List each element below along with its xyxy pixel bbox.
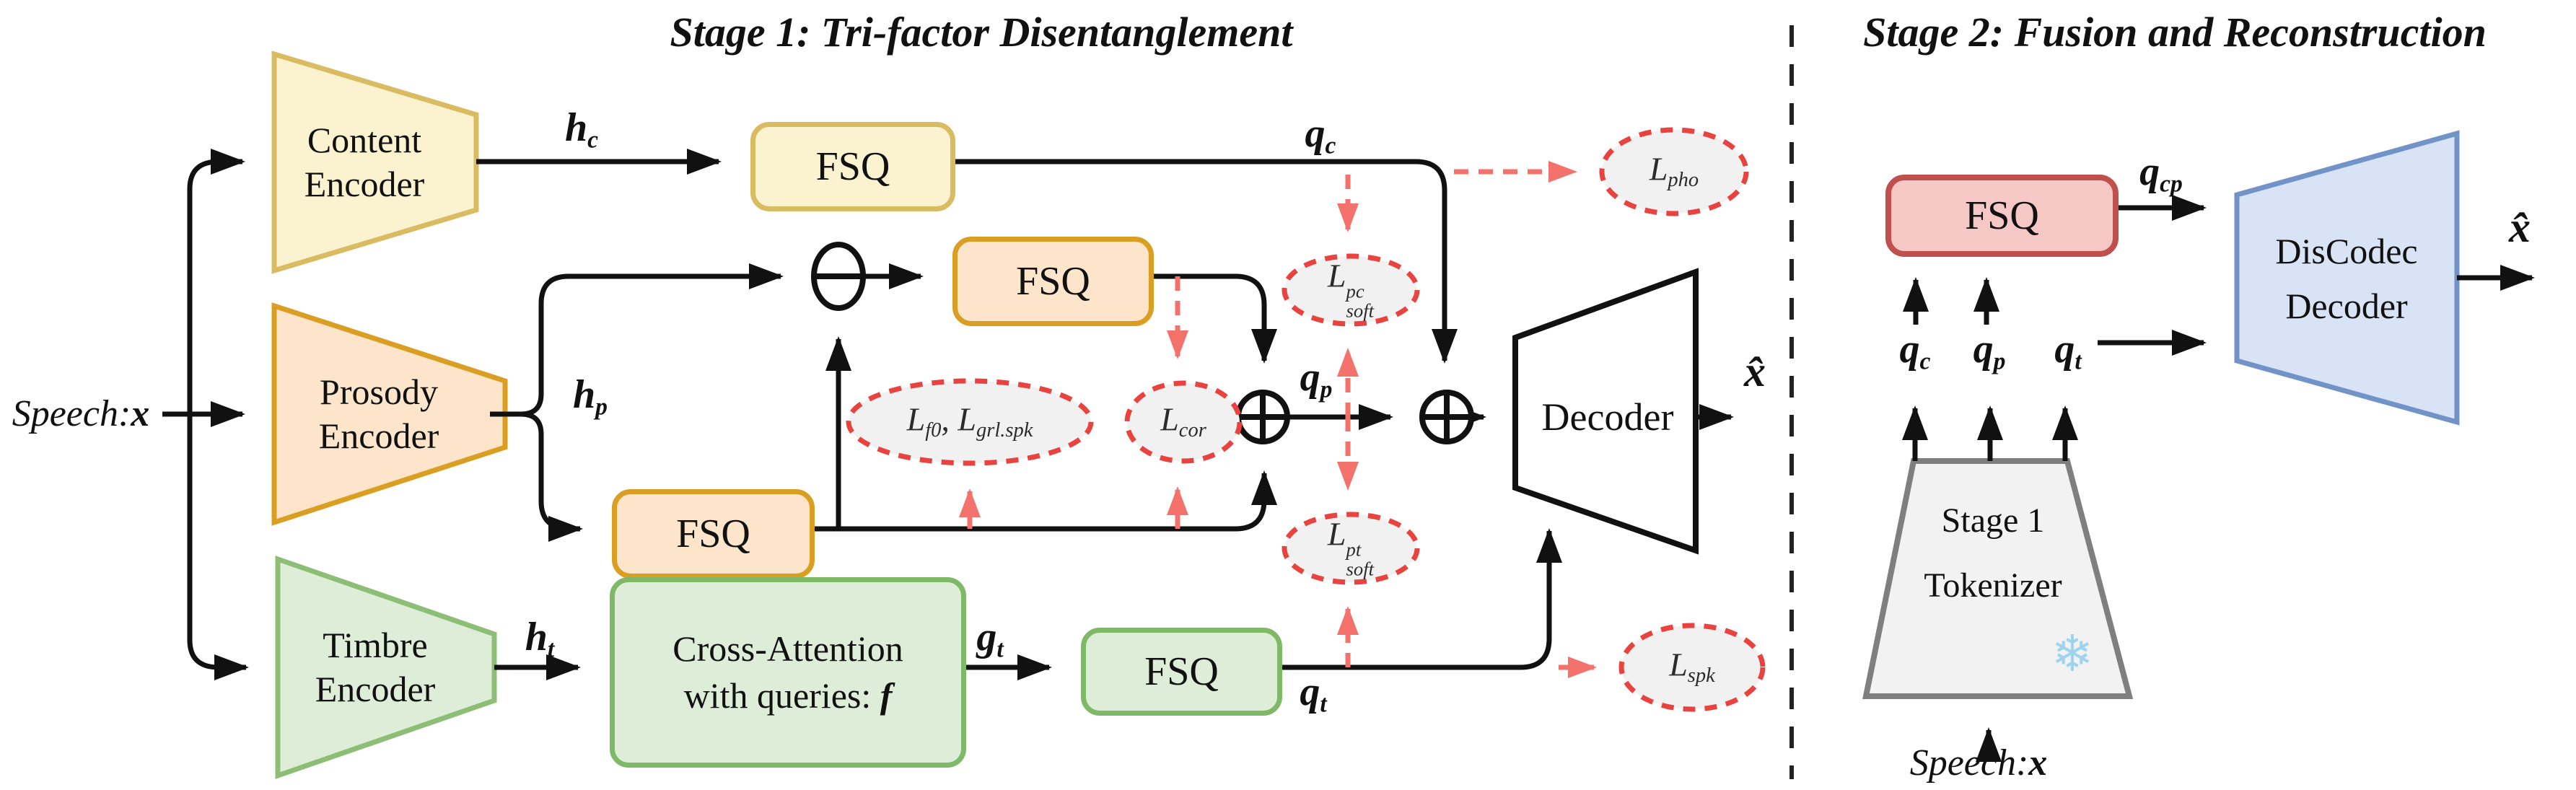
lsoftpc-ellipse xyxy=(1282,253,1420,327)
hp-upper-branch xyxy=(490,263,784,417)
fsq-content-box: FSQ xyxy=(750,122,955,211)
qcp-label: qcp xyxy=(2139,149,2183,198)
fsq-prosody-box: FSQ xyxy=(612,489,815,579)
tokenizer-label-line1: Stage 1 xyxy=(1941,501,2045,540)
qt-to-decoder-line xyxy=(1272,528,1562,670)
fsq-timbre-box: FSQ xyxy=(1081,628,1282,716)
hp-lower-branch xyxy=(520,411,583,542)
lspk-ellipse xyxy=(1618,623,1766,712)
hc-label: hc xyxy=(564,105,599,154)
discodec-decoder-shape xyxy=(2234,130,2460,426)
xhat2-label: x̂ xyxy=(2509,203,2531,251)
qp-label: qp xyxy=(1300,355,1333,403)
qt-label: qt xyxy=(1300,670,1327,718)
decoder-shape xyxy=(1512,268,1699,555)
ht-label: ht xyxy=(525,615,555,663)
qt2-label: qt xyxy=(2054,327,2082,375)
lpho-ellipse xyxy=(1599,127,1749,216)
cross-attention-box: Cross-Attention with queries: f xyxy=(610,577,966,768)
decoder-label: Decoder xyxy=(1541,395,1674,439)
timbre-encoder-shape xyxy=(275,556,497,779)
lspk-label: Lspk xyxy=(1669,646,1715,688)
lf0-grlspk-label: Lf0, Lgrl.spk xyxy=(906,400,1033,442)
fsq-prosody-residual-box: FSQ xyxy=(952,237,1154,326)
stage1-title: Stage 1: Tri-factor Disentanglement xyxy=(670,9,1293,56)
lcor-label: Lcor xyxy=(1160,400,1206,442)
stage2-title: Stage 2: Fusion and Reconstruction xyxy=(1863,9,2487,56)
speech-to-timbre-arrow xyxy=(187,414,249,680)
lf0-grlspk-ellipse xyxy=(846,378,1094,466)
qc-line-to-adder2 xyxy=(945,159,1458,364)
discodec-label-line1: DisCodec xyxy=(2275,231,2418,271)
qc2-label: qc xyxy=(1899,327,1931,375)
fsq-stage2-box: FSQ xyxy=(1885,175,2119,257)
hp-label: hp xyxy=(573,372,608,421)
snowflake-icon: ❄ xyxy=(2051,627,2094,683)
speech2-input-label: Speech:x xyxy=(1909,742,2048,784)
speech-to-content-arrow xyxy=(187,149,245,414)
lsoftpt-ellipse xyxy=(1282,512,1420,585)
qc-label: qc xyxy=(1305,111,1336,159)
qp2-label: qp xyxy=(1973,327,2006,375)
fsq-prosody-out-to-adder1 xyxy=(805,470,1277,532)
lpho-label: Lpho xyxy=(1649,150,1699,192)
discodec-label-line2: Decoder xyxy=(2285,286,2408,326)
xhat-label: x̂ xyxy=(1744,348,1766,395)
tokenizer-label-line2: Tokenizer xyxy=(1924,566,2062,605)
fsq-residual-to-adder1 xyxy=(1144,273,1277,364)
prosody-encoder-shape xyxy=(271,302,508,526)
stage1-tokenizer-shape xyxy=(1862,458,2134,699)
content-encoder-shape xyxy=(271,51,479,274)
lcor-ellipse xyxy=(1124,380,1243,464)
gt-label: gt xyxy=(976,615,1004,663)
speech-input-label: Speech:x xyxy=(12,393,150,434)
